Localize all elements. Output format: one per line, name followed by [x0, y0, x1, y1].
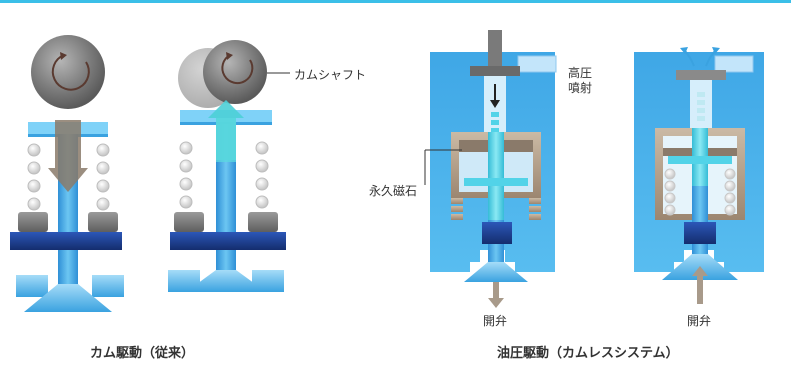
high-pressure-port [714, 55, 754, 73]
control-piston-head [470, 66, 520, 76]
valve-guide [684, 222, 716, 244]
valve-spring-right [96, 143, 110, 211]
high-pressure-label-line2: 噴射 [568, 81, 593, 95]
hydraulic-valve-closed [424, 30, 557, 308]
return-spring-right [724, 168, 736, 216]
port-right [92, 275, 124, 297]
down-arrow-icon [48, 120, 88, 192]
armature-disk [464, 178, 528, 186]
port-left [168, 270, 200, 292]
camshaft-lobe [203, 40, 267, 104]
intake-up-arrow-icon [692, 266, 708, 276]
cam-valve-closed [10, 35, 124, 312]
spring-seat-left [18, 212, 48, 232]
armature-disk [668, 156, 732, 164]
valve-spring-right [255, 141, 269, 209]
cylinder-head [170, 232, 286, 250]
high-pressure-port [517, 55, 557, 73]
exhaust-arrow-shaft [493, 282, 499, 302]
control-piston-rod [488, 30, 502, 72]
camshaft-label: カムシャフト [294, 68, 367, 82]
return-spring-left [664, 168, 676, 216]
camshaft-lobe [31, 35, 105, 109]
hydraulic-fluid-dots [697, 92, 705, 121]
valve-head [24, 284, 112, 312]
coil-windings-left [451, 198, 463, 220]
spring-seat-right [88, 212, 118, 232]
valve-guide [482, 222, 512, 244]
top-rule [0, 0, 791, 3]
rotation-arrow-icon [221, 54, 254, 85]
hydraulic-valve-open [634, 47, 764, 304]
armature-stem [488, 132, 504, 222]
hydraulic-drive-caption: 油圧駆動（カムレスシステム） [497, 346, 679, 361]
port-right [252, 270, 284, 292]
valve-spring-left [179, 141, 193, 209]
port-left [16, 275, 48, 297]
cam-valve-open [168, 40, 290, 292]
exhaust-down-arrow-icon [488, 298, 504, 308]
spring-seat-left [174, 212, 204, 232]
control-piston-head [676, 70, 726, 80]
permanent-magnet-label: 永久磁石 [369, 184, 418, 198]
valve-head [464, 262, 528, 282]
intake-arrow-shaft [697, 272, 703, 304]
valve-head [186, 270, 266, 292]
spring-seat-right [248, 212, 278, 232]
valve-spring-left [27, 143, 41, 211]
rotation-arrow-icon [51, 54, 90, 91]
high-pressure-label-line1: 高圧 [568, 66, 593, 80]
valve-open-label-1: 開弁 [483, 314, 508, 328]
cylinder-head [10, 232, 122, 250]
hydraulic-fluid-dots [491, 112, 499, 133]
cam-drive-caption: カム駆動（従来） [90, 346, 195, 361]
pressure-down-arrow-icon [490, 84, 500, 108]
high-pressure-injection-label: 高圧 噴射 [568, 66, 592, 96]
valve-open-label-2: 開弁 [687, 314, 712, 328]
coil-windings-right [529, 198, 541, 220]
